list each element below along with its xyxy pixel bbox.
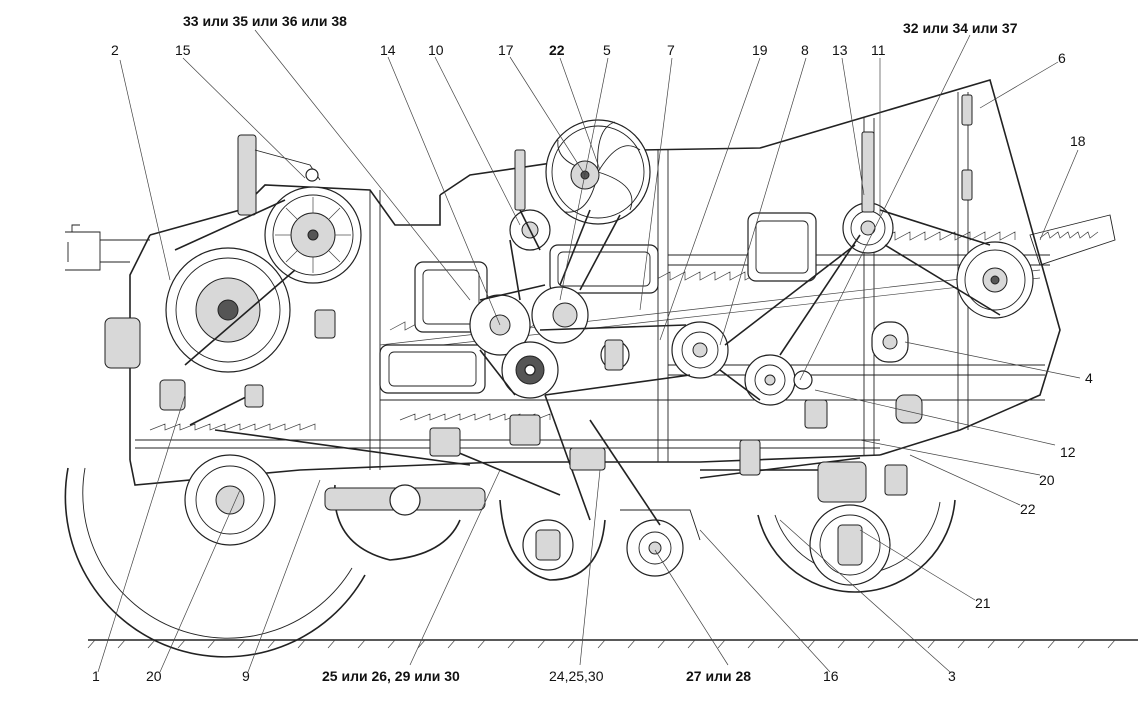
label-20-left: 20	[146, 668, 162, 684]
hydraulic-cylinder	[237, 134, 321, 216]
label-12: 12	[1060, 444, 1076, 460]
label-24: 24,25,30	[549, 668, 604, 684]
callout-labels: 2 15 33 или 35 или 36 или 38 14 10 17 22…	[92, 13, 1093, 684]
label-9: 9	[242, 668, 250, 684]
label-3: 3	[948, 668, 956, 684]
straw-chopper-output	[1029, 214, 1116, 266]
label-11: 11	[871, 42, 886, 58]
label-10: 10	[428, 42, 444, 58]
label-14: 14	[380, 42, 396, 58]
label-27: 27 или 28	[686, 668, 751, 684]
label-2: 2	[111, 42, 119, 58]
leader-lines	[97, 29, 1081, 673]
lower-drive-unit	[324, 484, 486, 561]
label-32: 32 или 34 или 37	[903, 20, 1018, 36]
pulley-19	[671, 321, 729, 379]
label-17: 17	[498, 42, 514, 58]
tensioner-arms	[159, 94, 973, 503]
front-wheel-hub	[184, 454, 276, 546]
label-33: 33 или 35 или 36 или 38	[183, 13, 347, 29]
label-20-right: 20	[1039, 472, 1055, 488]
pulley-12	[744, 354, 813, 406]
label-21: 21	[975, 595, 991, 611]
chopper-pulley	[956, 241, 1034, 319]
label-4: 4	[1085, 370, 1093, 386]
label-5: 5	[603, 42, 611, 58]
label-18: 18	[1070, 133, 1086, 149]
pulley-27-28	[620, 509, 701, 577]
label-25: 25 или 26, 29 или 30	[322, 668, 460, 684]
drive-belts	[174, 199, 1001, 526]
lower-center-pulley	[499, 499, 606, 581]
label-1: 1	[92, 668, 100, 684]
inspection-windows	[379, 212, 817, 394]
cleaning-fan	[545, 119, 651, 225]
label-22-top: 22	[549, 42, 565, 58]
pulley-4	[871, 321, 909, 363]
drive-pulley-cluster	[469, 286, 589, 399]
rear-wheel	[757, 499, 956, 593]
threshing-drum-pulley	[165, 247, 291, 373]
label-15: 15	[175, 42, 191, 58]
label-13: 13	[832, 42, 848, 58]
label-16: 16	[823, 668, 839, 684]
ground-line	[87, 639, 1138, 649]
label-19: 19	[752, 42, 768, 58]
label-22-right: 22	[1020, 501, 1036, 517]
fan-pulley	[264, 186, 362, 284]
label-8: 8	[801, 42, 809, 58]
label-6: 6	[1058, 50, 1066, 66]
label-7: 7	[667, 42, 675, 58]
